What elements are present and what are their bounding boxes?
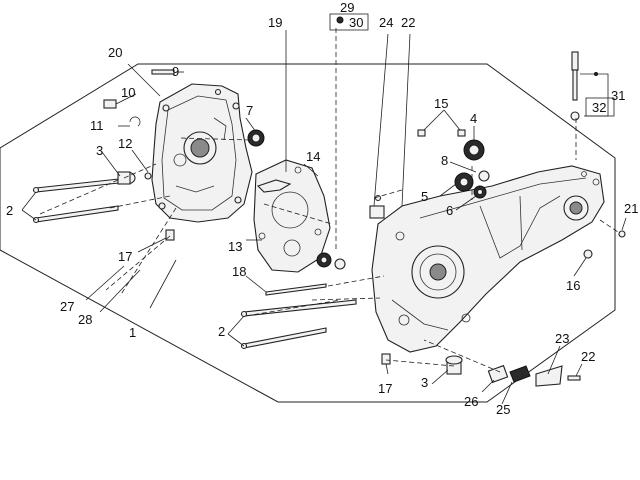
bearing-5 <box>454 172 474 192</box>
plunger-26 <box>487 364 509 384</box>
callout-labels: 1 2 2 3 3 4 5 6 7 8 9 10 11 12 13 14 15 … <box>6 0 638 417</box>
callout-14: 14 <box>306 149 320 164</box>
callout-17-right: 17 <box>378 381 392 396</box>
dowel-left <box>165 229 175 241</box>
right-crankcase-half <box>371 165 605 353</box>
callout-9: 9 <box>172 64 179 79</box>
callout-7: 7 <box>246 103 253 118</box>
callout-2-left: 2 <box>6 203 13 218</box>
stud-bolts-left <box>32 177 129 224</box>
o-ring-29 <box>336 16 344 24</box>
callout-30: 30 <box>349 15 363 30</box>
callout-22-bottom: 22 <box>581 349 595 364</box>
callout-22-top: 22 <box>401 15 415 30</box>
screw-12 <box>144 172 152 180</box>
callout-13: 13 <box>228 239 242 254</box>
callout-19: 19 <box>268 15 282 30</box>
callout-11: 11 <box>90 118 104 133</box>
screw-22-lower <box>567 375 581 381</box>
callout-bracket-29-30 <box>329 13 369 31</box>
callout-28: 28 <box>78 312 92 327</box>
plug-16 <box>583 249 593 259</box>
callout-8: 8 <box>441 153 448 168</box>
callout-3-left: 3 <box>96 143 103 158</box>
callout-17-left: 17 <box>118 249 132 264</box>
callout-24: 24 <box>379 15 393 30</box>
callout-29: 29 <box>340 0 354 15</box>
callout-23: 23 <box>555 331 569 346</box>
bearing-4 <box>463 139 485 161</box>
callout-12: 12 <box>118 136 132 151</box>
circlip-8 <box>478 170 490 182</box>
seal-6 <box>473 185 487 199</box>
oil-seal-7 <box>247 129 265 147</box>
stud-bolts-right <box>240 299 357 350</box>
leader-lines <box>21 28 627 405</box>
spring-25 <box>509 365 531 383</box>
callout-21: 21 <box>624 201 638 216</box>
oil-pipe <box>256 179 292 193</box>
callout-6: 6 <box>446 203 453 218</box>
callout-25: 25 <box>496 402 510 417</box>
callout-32: 32 <box>592 100 606 115</box>
callout-27: 27 <box>60 299 74 314</box>
callout-16: 16 <box>566 278 580 293</box>
callout-3-right: 3 <box>421 375 428 390</box>
left-crankcase-half <box>151 83 253 223</box>
callout-dot-31 <box>594 72 598 76</box>
circlip-11 <box>129 116 141 127</box>
callout-15: 15 <box>434 96 448 111</box>
callout-2-right: 2 <box>218 324 225 339</box>
callout-18: 18 <box>232 264 246 279</box>
plate-23 <box>535 365 563 387</box>
bushing-left <box>117 171 136 185</box>
stud-18 <box>265 283 327 296</box>
callout-4: 4 <box>470 111 477 126</box>
bushing-15b <box>457 129 466 137</box>
bolt-9 <box>151 69 175 75</box>
callout-1: 1 <box>129 325 136 340</box>
callout-10: 10 <box>121 85 135 100</box>
callout-31: 31 <box>611 88 625 103</box>
oil-seal-30 <box>316 252 346 270</box>
bushing-right <box>445 355 463 375</box>
plug-21 <box>618 230 626 238</box>
dowel-right <box>381 353 391 365</box>
bushing-15a <box>417 129 426 137</box>
callout-bracket-32 <box>585 97 615 117</box>
bracket-24 <box>369 205 385 219</box>
plug-10 <box>103 99 117 109</box>
callout-26: 26 <box>464 394 478 409</box>
assembly-outline <box>0 63 616 403</box>
screw-22 <box>374 194 382 202</box>
callout-20: 20 <box>108 45 122 60</box>
callout-5: 5 <box>421 189 428 204</box>
dipstick-31 <box>570 51 580 121</box>
